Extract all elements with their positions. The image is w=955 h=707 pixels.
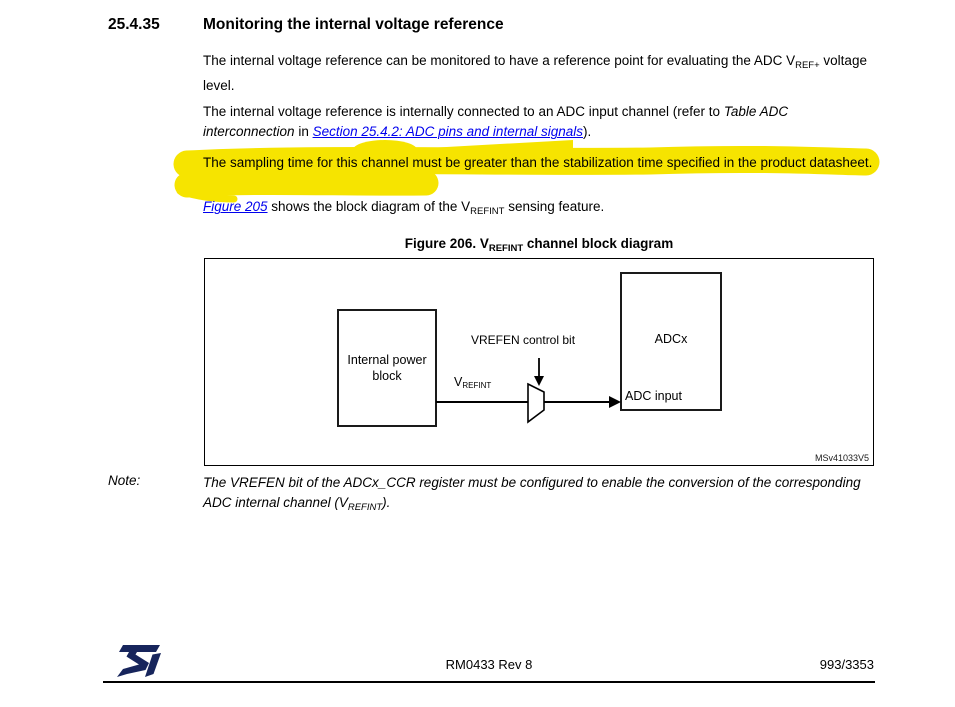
adcx-label: ADCx bbox=[654, 332, 688, 346]
highlighted-sentence: The sampling time for this channel must … bbox=[203, 155, 873, 170]
arrowhead-right bbox=[609, 396, 621, 408]
table-reference: Table ADC interconnection bbox=[203, 104, 789, 139]
paragraph-2-text-end: ). bbox=[583, 124, 592, 139]
paragraph-2: The internal voltage reference is intern… bbox=[203, 102, 879, 142]
vrefint-signal-label: VREFINT bbox=[454, 375, 491, 390]
paragraph-4-text-end: sensing feature. bbox=[504, 199, 605, 214]
paragraph-2-text-mid: in bbox=[294, 124, 313, 139]
internal-power-block: Internal power block bbox=[337, 309, 437, 427]
paragraph-2-text: The internal voltage reference is intern… bbox=[203, 104, 724, 119]
figure-205-link[interactable]: Figure 205 bbox=[203, 199, 268, 214]
note-text-end: ). bbox=[382, 495, 391, 510]
figure-caption-subscript: REFINT bbox=[488, 243, 524, 254]
adc-input-label: ADC input bbox=[625, 389, 682, 403]
note-label: Note: bbox=[108, 473, 141, 488]
vrefint-subscript: REFINT bbox=[462, 381, 492, 390]
figure-caption-end: channel block diagram bbox=[523, 236, 674, 251]
st-logo bbox=[117, 645, 161, 677]
paragraph-1-text-end: voltage level. bbox=[203, 53, 867, 93]
adcx-block: ADCx ADC input bbox=[620, 272, 722, 411]
footer-divider bbox=[103, 681, 875, 683]
paragraph-1-text: The internal voltage reference can be mo… bbox=[203, 53, 796, 68]
subscript-refint: REFINT bbox=[470, 206, 505, 217]
switch-symbol bbox=[527, 382, 545, 424]
note-body: The VREFEN bit of the ADCx_CCR register … bbox=[203, 473, 879, 518]
section-25-4-2-link[interactable]: Section 25.4.2: ADC pins and internal si… bbox=[312, 124, 583, 139]
figure-caption-start: Figure 206. V bbox=[404, 236, 489, 251]
figure-watermark: MSv41033V5 bbox=[814, 453, 869, 463]
paragraph-3-highlighted: The sampling time for this channel must … bbox=[173, 140, 880, 203]
vrefint-v: V bbox=[454, 375, 463, 389]
footer-page-number: 993/3353 bbox=[819, 657, 874, 672]
section-number: 25.4.35 bbox=[108, 16, 160, 33]
diagram-wires bbox=[436, 358, 621, 424]
footer-doc-ref: RM0433 Rev 8 bbox=[445, 657, 533, 672]
note-subscript-refint: REFINT bbox=[347, 502, 383, 513]
paragraph-4-text: shows the block diagram of the V bbox=[267, 199, 471, 214]
subscript-ref-plus: REF+ bbox=[795, 60, 820, 71]
internal-power-block-label: Internal power block bbox=[347, 353, 427, 383]
note-text: The VREFEN bit of the ADCx_CCR register … bbox=[203, 475, 861, 510]
vrefen-control-bit-label: VREFEN control bit bbox=[471, 333, 576, 347]
arrowhead-down bbox=[534, 376, 544, 386]
paragraph-1: The internal voltage reference can be mo… bbox=[203, 51, 879, 96]
figure-caption: Figure 206. VREFINT channel block diagra… bbox=[204, 236, 874, 254]
section-title: Monitoring the internal voltage referenc… bbox=[203, 16, 504, 33]
figure-206-diagram: Internal power block ADCx ADC input VREF… bbox=[204, 258, 874, 466]
paragraph-4: Figure 205 shows the block diagram of th… bbox=[203, 197, 879, 222]
